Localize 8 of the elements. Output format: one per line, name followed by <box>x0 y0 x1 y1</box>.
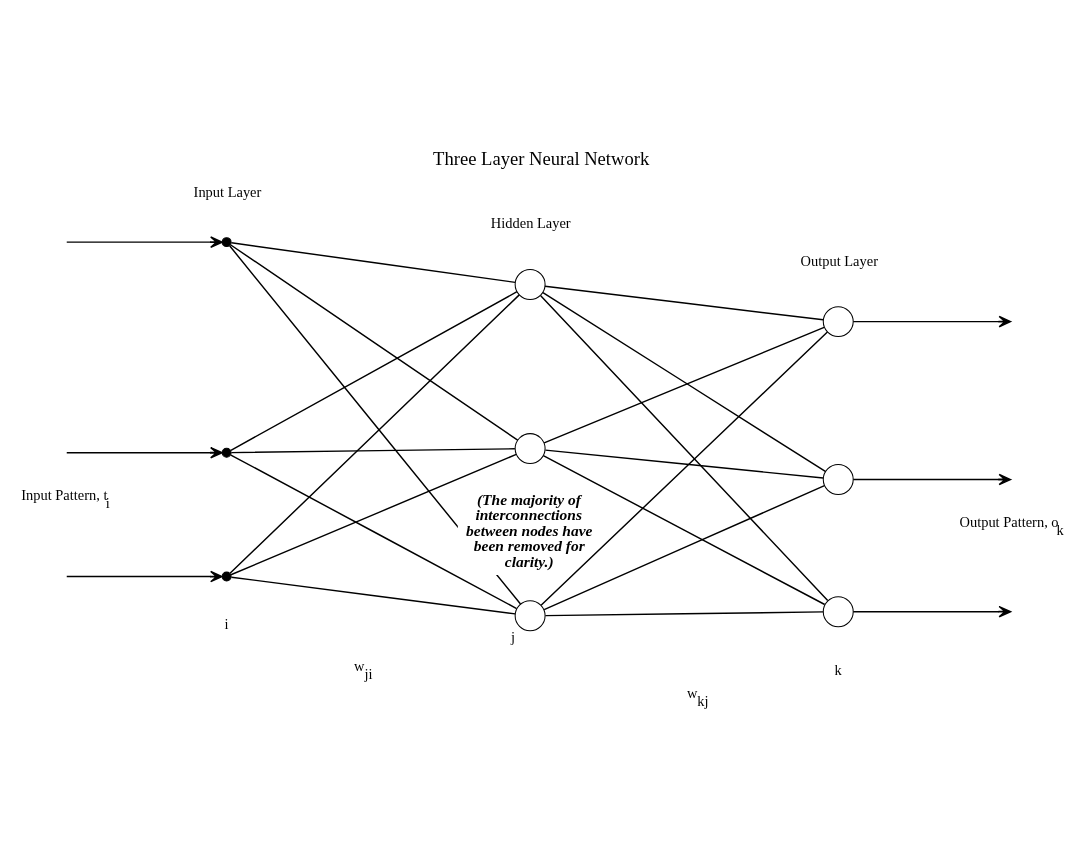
label: i <box>224 615 229 632</box>
label: (The majority of interconnections between nodes have been removed for clarity.) <box>466 490 593 570</box>
label: Hidden Layer <box>490 214 571 231</box>
diagram-title: Three Layer Neural Network <box>433 147 650 169</box>
label: k <box>834 661 842 678</box>
node-label: j <box>511 628 516 645</box>
label: Output Layer <box>800 252 878 269</box>
label: Input Layer <box>193 183 262 200</box>
